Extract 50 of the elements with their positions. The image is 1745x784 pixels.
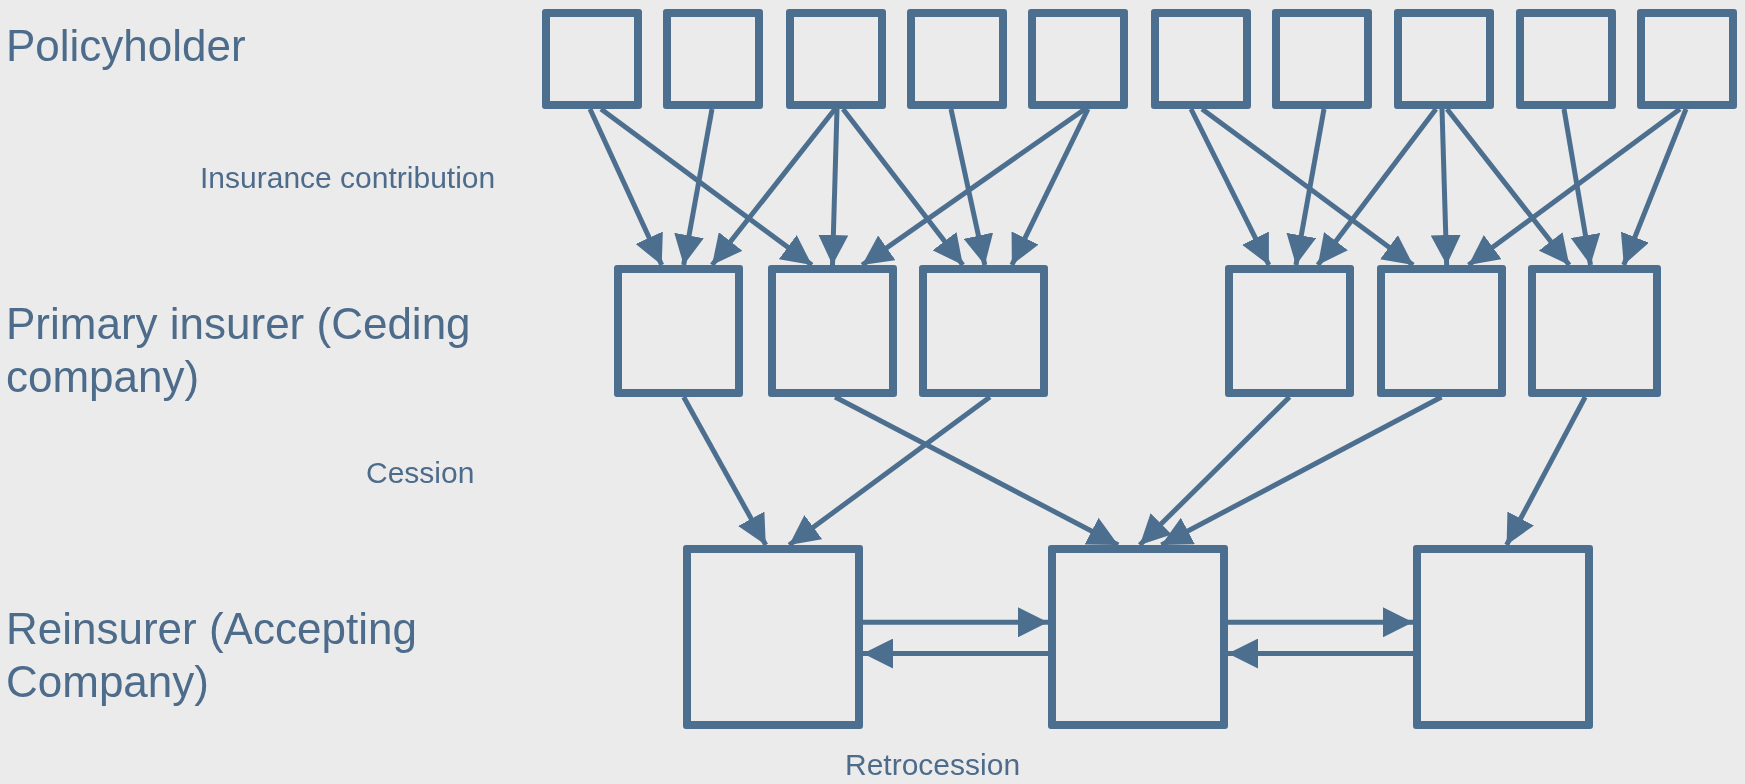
arrow	[1620, 108, 1689, 266]
box	[907, 9, 1007, 109]
arrow	[1188, 107, 1272, 267]
arrow	[787, 395, 992, 547]
arrow	[681, 395, 768, 547]
box	[683, 545, 863, 729]
box	[1637, 9, 1737, 109]
arrow	[863, 638, 1048, 669]
arrow	[710, 107, 837, 267]
arrow	[948, 108, 994, 266]
box	[614, 265, 743, 397]
box	[1028, 9, 1128, 109]
arrow	[1009, 107, 1091, 267]
box	[1272, 9, 1372, 109]
box	[1048, 545, 1228, 729]
level-label: Reinsurer (Accepting Company)	[6, 603, 418, 708]
arrow	[863, 607, 1048, 638]
arrow	[1561, 108, 1601, 266]
arrow	[841, 107, 965, 267]
box	[1225, 265, 1354, 397]
box	[919, 265, 1048, 397]
arrow	[1467, 107, 1682, 267]
arrow	[587, 107, 664, 267]
box	[1413, 545, 1593, 729]
arrow	[1445, 107, 1572, 267]
arrow	[1286, 108, 1327, 266]
box	[1516, 9, 1616, 109]
arrow	[1430, 108, 1461, 266]
level-label: Primary insurer (Ceding company)	[6, 298, 472, 403]
arrow	[1315, 107, 1438, 267]
arrow	[1228, 607, 1413, 638]
box	[786, 9, 886, 109]
arrow	[1228, 638, 1413, 669]
arrow	[674, 108, 715, 266]
box	[1394, 9, 1494, 109]
arrow	[818, 108, 849, 266]
flow-label: Cession	[366, 455, 475, 491]
box	[542, 9, 642, 109]
arrow	[1200, 107, 1415, 267]
box	[1528, 265, 1661, 397]
flow-label: Insurance contribution	[200, 160, 496, 196]
box	[1151, 9, 1251, 109]
arrow	[1504, 395, 1588, 547]
level-label: Policyholder	[6, 20, 247, 72]
arrow	[599, 107, 814, 267]
box	[1377, 265, 1506, 397]
arrow	[1138, 395, 1292, 547]
flow-label: Retrocession	[845, 747, 1021, 783]
box	[663, 9, 763, 109]
box	[768, 265, 897, 397]
